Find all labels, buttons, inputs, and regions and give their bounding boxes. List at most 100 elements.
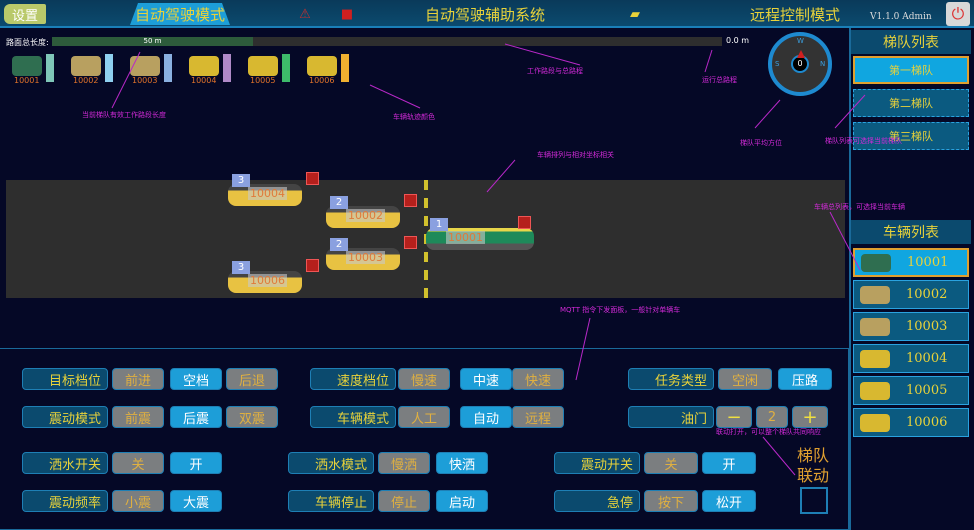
control-option[interactable]: 2 (756, 406, 788, 428)
control-option[interactable]: − (716, 406, 752, 428)
vehicle-track-legend: 10005 (248, 52, 296, 88)
vehicle-track-legend: 10004 (189, 52, 237, 88)
control-option[interactable]: 开 (170, 452, 222, 474)
team-item[interactable]: 第二梯队 (853, 89, 969, 117)
control-option[interactable]: 关 (644, 452, 698, 474)
control-option[interactable]: 空档 (170, 368, 222, 390)
tab-remote-control-mode[interactable]: 远程控制模式 (749, 5, 840, 24)
vehicle-icon (860, 285, 890, 304)
vehicle-icon (71, 56, 101, 76)
vehicle-icon (860, 381, 890, 400)
vehicle-icon[interactable]: ■ (340, 6, 354, 22)
control-option[interactable]: 前震 (112, 406, 164, 428)
control-option[interactable]: 大震 (170, 490, 222, 512)
tab-auto-drive-mode[interactable]: 自动驾驶模式 (130, 3, 230, 25)
team-item[interactable]: 第一梯队 (853, 56, 969, 84)
vehicle-list-header: 车辆列表 (851, 220, 971, 244)
vehicle-id: 10006 (906, 415, 948, 430)
vehicle-list-item[interactable]: 10003 (853, 312, 969, 341)
control-label: 震动模式 (22, 406, 108, 428)
annotation: 梯队平均方位 (740, 139, 782, 147)
control-option[interactable]: 开 (702, 452, 756, 474)
team-item[interactable]: 第三梯队 (853, 122, 969, 150)
vehicle-list-item[interactable]: 10005 (853, 376, 969, 405)
track-color-swatch (105, 54, 113, 82)
compass-heading: W N S 0 (768, 32, 832, 96)
control-option[interactable]: 停止 (378, 490, 430, 512)
control-option[interactable]: 松开 (702, 490, 756, 512)
annotation: MQTT 指令下发面板，一般针对单辆车 (560, 306, 681, 314)
control-label: 洒水模式 (288, 452, 374, 474)
control-label: 目标档位 (22, 368, 108, 390)
control-option[interactable]: 压路 (778, 368, 832, 390)
rank-flag: 1 (430, 218, 448, 231)
control-option[interactable]: 快速 (512, 368, 564, 390)
control-option[interactable]: 后震 (170, 406, 222, 428)
vehicle-id: 10003 (906, 319, 948, 334)
compass-s: S (775, 60, 780, 68)
track-color-swatch (164, 54, 172, 82)
vehicle-id: 10001 (907, 255, 949, 270)
vehicle-list-item[interactable]: 10006 (853, 408, 969, 437)
control-option[interactable]: 慢速 (398, 368, 450, 390)
team-link-checkbox[interactable] (800, 487, 828, 514)
vehicle-icon (189, 56, 219, 76)
vehicle-track-legend: 10006 (307, 52, 355, 88)
control-label: 速度档位 (310, 368, 396, 390)
power-icon[interactable]: ⏻ (946, 2, 970, 26)
control-option[interactable]: 后退 (226, 368, 278, 390)
control-option[interactable]: 小震 (112, 490, 164, 512)
rank-flag: 3 (232, 174, 250, 187)
control-option[interactable]: 空闲 (718, 368, 772, 390)
control-option[interactable]: 自动 (460, 406, 512, 428)
control-option[interactable]: 慢洒 (378, 452, 430, 474)
harvester-icon[interactable]: ▰ (630, 6, 640, 22)
control-option[interactable]: 按下 (644, 490, 698, 512)
vehicle-list-item[interactable]: 10002 (853, 280, 969, 309)
vehicle-id-label: 10003 (346, 251, 385, 264)
control-option[interactable]: 人工 (398, 406, 450, 428)
vehicle-icon (307, 56, 337, 76)
vehicle-status-indicator (306, 172, 319, 185)
vehicle-status-indicator (404, 194, 417, 207)
control-option[interactable]: 远程 (512, 406, 564, 428)
settings-button[interactable]: 设置 (4, 4, 46, 24)
control-option[interactable]: 关 (112, 452, 164, 474)
control-option[interactable]: 双震 (226, 406, 278, 428)
vehicle-track-legend: 10001 (12, 52, 60, 88)
vehicle-id: 10001 (14, 76, 40, 85)
vehicle-status-indicator (306, 259, 319, 272)
track-color-swatch (46, 54, 54, 82)
annotation: 车辆排列与相对坐标相关 (537, 151, 614, 159)
team-list-header: 梯队列表 (851, 30, 971, 54)
vehicle-icon (248, 56, 278, 76)
vehicle-id: 10002 (73, 76, 99, 85)
alert-icon[interactable]: ⚠ (299, 6, 311, 22)
control-option[interactable]: 启动 (436, 490, 488, 512)
control-option[interactable]: 中速 (460, 368, 512, 390)
control-option[interactable]: 快洒 (436, 452, 488, 474)
annotation: 联动打开，可以整个梯队共同响应 (716, 428, 821, 436)
total-distance: 0.0 m (726, 36, 750, 45)
control-option[interactable]: 前进 (112, 368, 164, 390)
work-progress-bar: 50 m (52, 37, 722, 46)
control-option[interactable]: + (792, 406, 828, 428)
vehicle-status-indicator (518, 216, 531, 229)
control-label: 洒水开关 (22, 452, 108, 474)
vehicle-id: 10004 (906, 351, 948, 366)
road-length-label: 路面总长度: (6, 38, 49, 47)
vehicle-id: 10005 (250, 76, 276, 85)
vehicle-list-item[interactable]: 10004 (853, 344, 969, 373)
progress-fill: 50 m (52, 37, 253, 46)
annotation: 梯队列表可选择当前梯队 (825, 137, 902, 145)
annotation: 车辆总列表，可选择当前车辆 (814, 203, 905, 211)
vehicle-icon (130, 56, 160, 76)
version-user: V1.1.0 Admin (870, 12, 932, 22)
vehicle-list-item[interactable]: 10001 (853, 248, 969, 277)
control-label: 油门 (628, 406, 714, 428)
